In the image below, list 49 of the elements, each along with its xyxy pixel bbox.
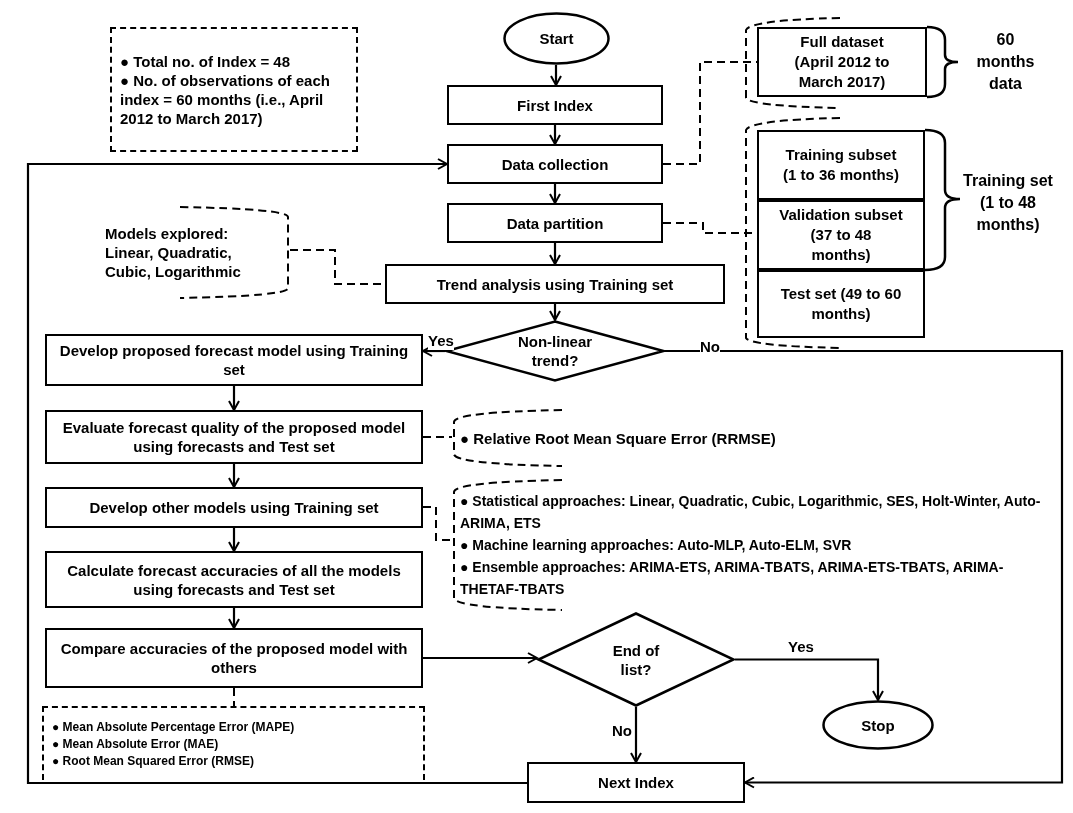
process-box: First Index	[447, 85, 663, 125]
leader-line	[233, 687, 235, 707]
process-box: Validation subset (37 to 48 months)	[757, 200, 925, 270]
bracket-label: 60 months data	[975, 30, 1036, 94]
arrow	[549, 304, 561, 321]
note-bracket: Models explored: Linear, Quadratic, Cubic, Logarithmic	[105, 205, 290, 300]
process-box: Evaluate forecast quality of the proposed model using forecasts and Test set	[45, 410, 423, 464]
note-box	[110, 27, 358, 152]
arrow	[228, 386, 240, 411]
arrow	[549, 125, 561, 145]
arrow	[228, 528, 240, 552]
arrow	[549, 243, 561, 265]
process-box: Develop other models using Training set	[45, 487, 423, 528]
bracket-label: Training set (1 to 48 months)	[962, 171, 1054, 235]
decision-diamond: End of list?	[537, 612, 735, 707]
bullet-text: ● Mean Absolute Error (MAE)	[52, 735, 219, 753]
bullet-text: ● Ensemble approaches: ARIMA-ETS, ARIMA-TBATS, ARIMA-ETS-TBATS, ARIMA-THETAF-TBATS	[460, 558, 1005, 599]
arrow	[228, 608, 240, 629]
arrow	[549, 184, 561, 204]
arrow	[665, 349, 1064, 789]
process-box: Training subset (1 to 36 months)	[757, 130, 925, 200]
arrow	[26, 158, 527, 785]
bullet-text: ● Root Mean Squared Error (RMSE)	[52, 752, 254, 770]
note-box	[42, 706, 425, 780]
process-box: Data partition	[447, 203, 663, 243]
arrow	[550, 65, 562, 86]
process-box: Data collection	[447, 144, 663, 184]
bullet-text: ● Machine learning approaches: Auto-MLP, Auto-ELM, SVR	[460, 536, 852, 555]
note-bracket: ● Relative Root Mean Square Error (RRMSE)	[452, 408, 872, 468]
process-box: Next Index	[527, 762, 745, 803]
process-box: Compare accuracies of the proposed model with others	[45, 628, 423, 688]
arrow	[630, 707, 642, 763]
arrow	[228, 464, 240, 488]
terminal-oval: Stop	[822, 700, 934, 750]
terminal-oval: Start	[503, 12, 610, 65]
arrow	[423, 652, 538, 664]
arrow	[422, 345, 445, 357]
leader-line	[422, 506, 453, 541]
process-box: Full dataset (April 2012 to March 2017)	[757, 27, 927, 97]
bullet-text: ● No. of observations of each index = 60 months (i.e., April 2012 to March 2017)	[120, 70, 331, 128]
leader-line	[422, 436, 453, 438]
bullet-text: ● Total no. of Index = 48	[120, 51, 291, 71]
bullet-text: ● Statistical approaches: Linear, Quadratic, Cubic, Logarithmic, SES, Holt-Winter, Auto-ARIMA, ETS	[460, 492, 1042, 533]
arrow	[735, 658, 884, 701]
process-box: Trend analysis using Training set	[385, 264, 725, 304]
process-box: Test set (49 to 60 months)	[757, 270, 925, 338]
bullet-text: ● Mean Absolute Percentage Error (MAPE)	[52, 718, 295, 736]
process-box: Develop proposed forecast model using Training set	[45, 334, 423, 386]
process-box: Calculate forecast accuracies of all the models using forecasts and Test set	[45, 551, 423, 608]
